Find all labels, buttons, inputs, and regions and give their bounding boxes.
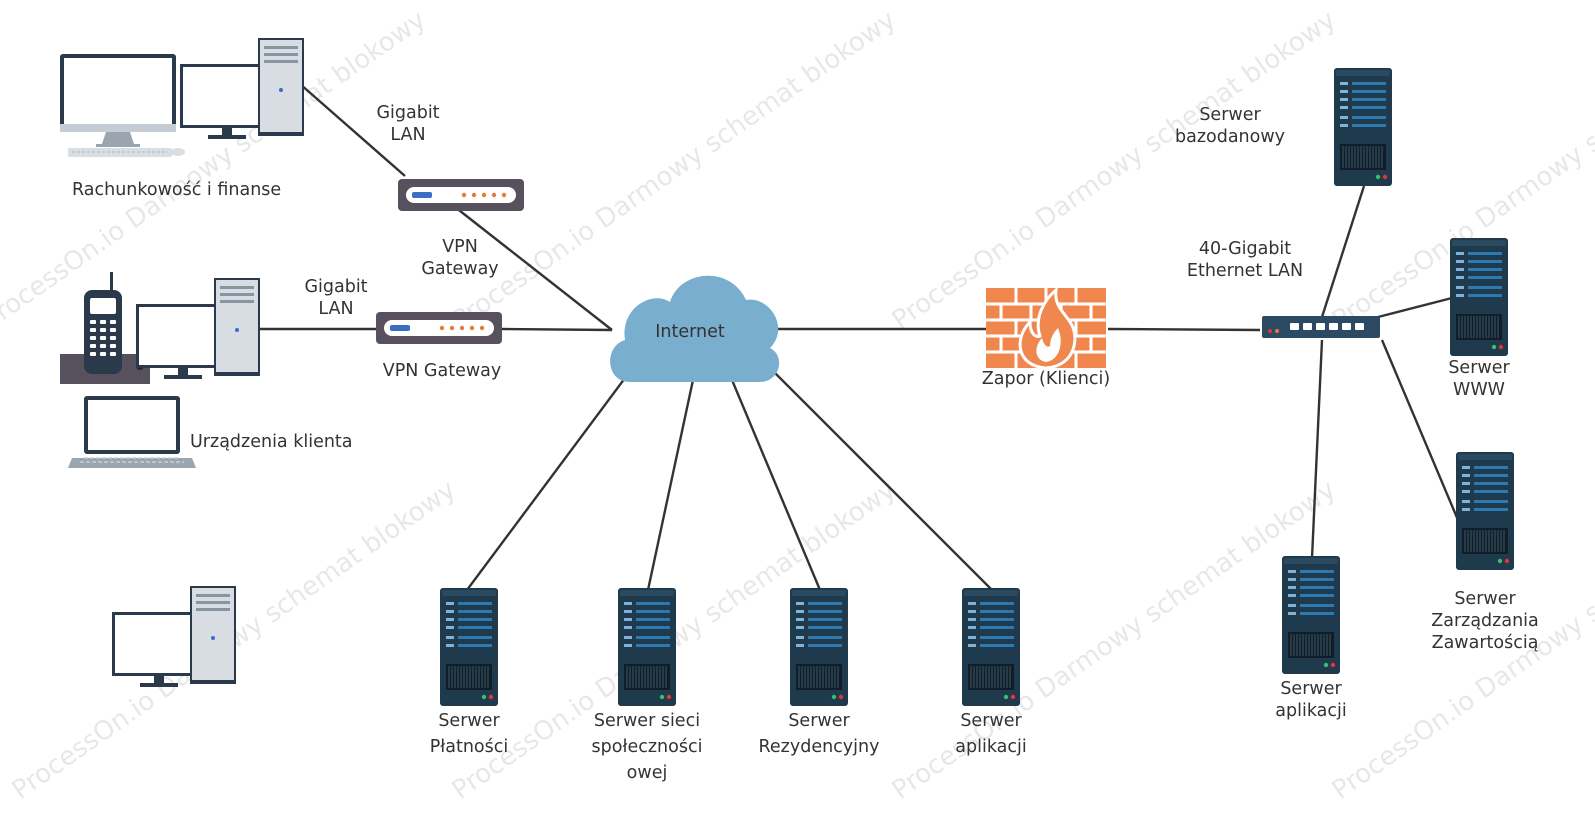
vpn-gateway-top-label: VPN Gateway <box>408 236 512 280</box>
server-icon <box>961 587 1021 707</box>
switch-icon <box>1262 316 1380 338</box>
internet-label: Internet <box>655 322 725 342</box>
social-server-label: Serwer sieci społeczności owej <box>567 708 727 786</box>
firewall-label: Zapor (Klienci) <box>981 369 1111 389</box>
cms-server-label: Serwer Zarządzania Zawartością <box>1405 588 1565 654</box>
label-line: VPN <box>442 237 478 257</box>
label-line: aplikacji <box>1275 701 1347 721</box>
label-line: owej <box>626 763 668 783</box>
ethernet-40g-label: 40-Gigabit Ethernet LAN <box>1170 238 1320 282</box>
imac-icon <box>60 54 185 157</box>
server-icon <box>617 587 677 707</box>
server-icon <box>1281 555 1341 675</box>
label-line: społeczności <box>591 737 703 757</box>
client-devices-label: Urządzenia klienta <box>190 432 353 452</box>
label-line: Serwer <box>1454 589 1516 609</box>
server-icon <box>1455 451 1515 571</box>
svg-text:ProcessOn.io Darmowy schemat b: ProcessOn.io Darmowy schemat blokowy <box>887 5 1342 336</box>
vpn-gateway-mid-label: VPN Gateway <box>382 361 502 381</box>
label-line: Zawartością <box>1431 633 1539 653</box>
label-line: Gigabit <box>376 103 440 123</box>
label-line: Ethernet LAN <box>1186 261 1304 281</box>
label-line: aplikacji <box>955 737 1027 757</box>
db-server-label: Serwer bazodanowy <box>1160 104 1300 148</box>
label-line: Serwer <box>438 711 500 731</box>
resident-server-label: Serwer Rezydencyjny <box>739 708 899 760</box>
label-line: Rezydencyjny <box>758 737 880 757</box>
label-line: Serwer <box>1199 105 1261 125</box>
svg-text:ProcessOn.io Darmowy schemat b: ProcessOn.io Darmowy schemat blokowy <box>447 5 902 336</box>
label-line: Płatności <box>429 737 509 757</box>
connection-lines <box>257 83 1460 591</box>
app-server-bottom-label: Serwer aplikacji <box>931 708 1051 760</box>
gigabit-lan-mid-label: Gigabit LAN <box>284 276 388 320</box>
label-line: Gateway <box>421 259 499 279</box>
gigabit-lan-top-label: Gigabit LAN <box>356 102 460 146</box>
label-line: Serwer sieci <box>593 711 701 731</box>
server-icon <box>789 587 849 707</box>
payment-server-label: Serwer Płatności <box>409 708 529 760</box>
www-server-label: Serwer WWW <box>1419 357 1539 401</box>
cloud-icon <box>610 275 780 382</box>
label-line: WWW <box>1453 380 1505 400</box>
label-line: Serwer <box>788 711 850 731</box>
server-icon <box>1449 237 1509 357</box>
label-line: LAN <box>318 299 354 319</box>
desktop-computer-icon <box>112 586 236 687</box>
desktop-computer-icon <box>180 38 304 139</box>
label-line: 40-Gigabit <box>1198 239 1292 259</box>
router-icon <box>376 312 502 344</box>
label-line: Serwer <box>1280 679 1342 699</box>
label-line: Zarządzania <box>1431 611 1539 631</box>
router-icon <box>398 179 524 211</box>
label-line: LAN <box>390 125 426 145</box>
label-line: Gigabit <box>304 277 368 297</box>
firewall-icon <box>986 286 1106 370</box>
app-server-right-label: Serwer aplikacji <box>1251 678 1371 722</box>
accounting-label: Rachunkowość i finanse <box>72 180 282 200</box>
server-icon <box>1333 67 1393 187</box>
label-line: Serwer <box>1448 358 1510 378</box>
server-icon <box>439 587 499 707</box>
label-line: bazodanowy <box>1174 127 1286 147</box>
phone-icon <box>60 272 150 384</box>
laptop-icon <box>68 396 196 468</box>
label-line: Serwer <box>960 711 1022 731</box>
desktop-computer-icon <box>136 278 260 379</box>
